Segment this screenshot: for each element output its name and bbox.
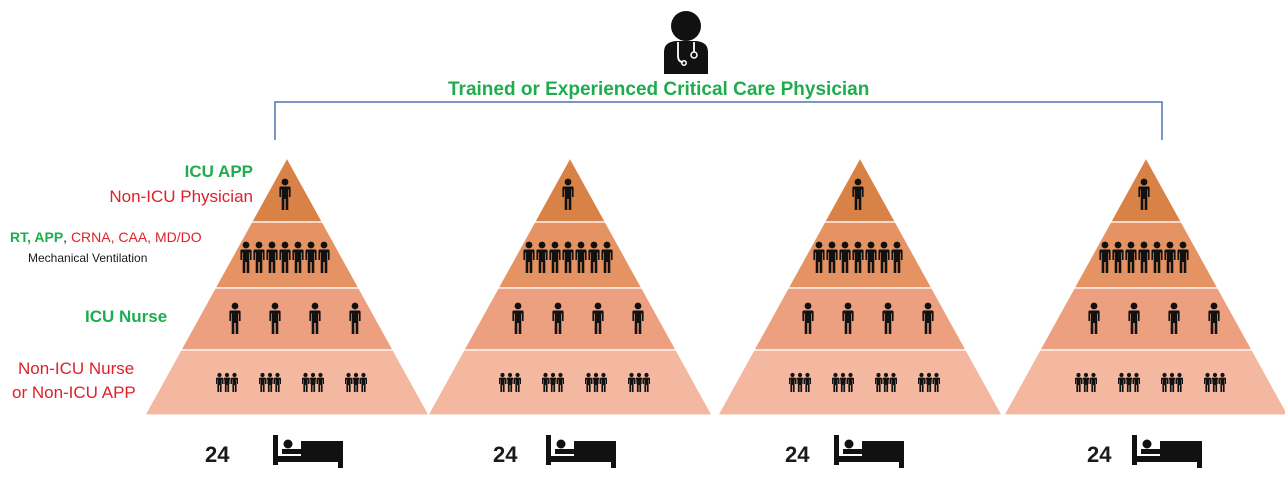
pyramid-3 [716,156,1004,468]
pyramid-group [143,156,1285,468]
pyramid-3-band-icu-nurse [752,287,968,351]
level-label-ventilation: RT, APP, CRNA, CAA, MD/DO [10,229,202,245]
ventilation-label-rt-app: RT, APP [10,229,64,245]
level-label-non-icu-app: or Non-ICU APP [12,383,136,402]
bed-icon [834,435,904,468]
bed-count-2: 24 [493,442,518,467]
level-label-icu-app: ICU APP [184,162,253,181]
pyramid-1-band-non-icu [143,349,431,416]
doctor-icon [664,11,708,74]
pyramid-2-band-non-icu [426,349,714,416]
level-label-icu-nurse: ICU Nurse [85,307,168,326]
bed-icon [273,435,343,468]
ventilation-label-comma: , [63,229,71,245]
pyramid-1-band-icu-nurse [179,287,395,351]
coverage-bracket [274,101,1163,140]
pyramid-4-band-icu-nurse [1038,287,1254,351]
level-label-non-icu-physician: Non-ICU Physician [109,187,253,206]
bed-count-1: 24 [205,442,230,467]
pyramid-1 [143,156,431,468]
pyramid-4 [1002,156,1285,468]
ventilation-label-crna: CRNA, CAA, MD/DO [70,229,202,245]
bed-icon [1132,435,1202,468]
pyramid-3-band-non-icu [716,349,1004,416]
bed-icon [546,435,616,468]
physician-title: Trained or Experienced Critical Care Phy… [448,79,870,100]
bed-count-3: 24 [785,442,810,467]
pyramid-2-band-icu-nurse [462,287,678,351]
bed-count-4: 24 [1087,442,1112,467]
pyramid-4-band-non-icu [1002,349,1285,416]
pyramid-2 [426,156,714,468]
level-label-non-icu-nurse: Non-ICU Nurse [18,359,135,378]
ventilation-sublabel: Mechanical Ventilation [28,251,148,265]
